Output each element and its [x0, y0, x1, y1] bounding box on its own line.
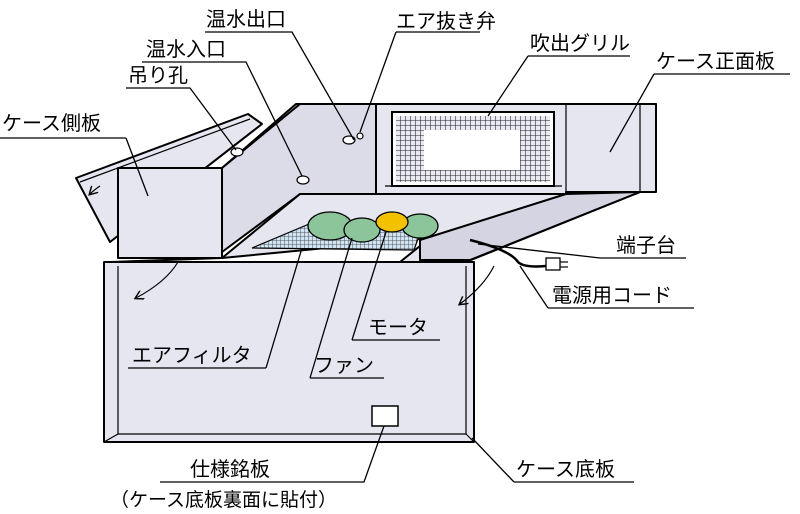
label-nameplate: 仕様銘板 — [190, 457, 270, 481]
label-case-side-panel: ケース側板 — [2, 111, 101, 135]
label-case-bottom-panel: ケース底板 — [516, 457, 615, 481]
label-hot-water-inlet: 温水入口 — [146, 37, 226, 61]
case-bottom-panel — [103, 261, 495, 443]
label-nameplate-note: （ケース底板裏面に貼付） — [110, 489, 337, 511]
label-power-cord: 電源用コード — [552, 283, 672, 307]
fan — [307, 211, 439, 243]
label-fan: ファン — [314, 353, 374, 377]
label-motor: モータ — [368, 315, 428, 339]
label-air-filter: エアフィルタ — [132, 343, 252, 367]
label-hanging-hole: 吊り孔 — [128, 63, 188, 87]
label-terminal-block: 端子台 — [616, 233, 676, 257]
case-inner-left-wall — [117, 167, 223, 259]
label-case-front-panel: ケース正面板 — [656, 49, 775, 73]
hanging-hole-icons — [230, 132, 364, 185]
discharge-grille — [385, 111, 562, 187]
nameplate — [371, 405, 399, 427]
label-hot-water-outlet: 温水出口 — [206, 7, 286, 31]
label-air-vent-valve: エア抜き弁 — [396, 9, 496, 33]
motor — [375, 211, 409, 233]
leader-lines — [0, 31, 790, 483]
label-discharge-grille: 吹出グリル — [530, 31, 630, 55]
